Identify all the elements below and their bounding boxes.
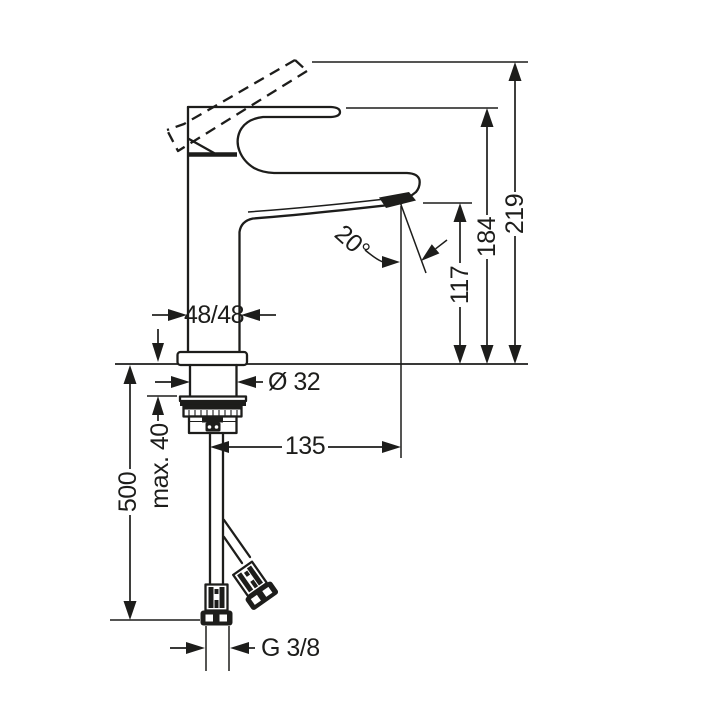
dim-handle-height: 184 (346, 107, 501, 364)
spout-underside-highlight (247, 198, 382, 213)
mounting-nut (182, 404, 243, 418)
dim-max-mounting-thickness: max. 40 (146, 329, 177, 509)
dim-label-hose-length: 500 (114, 472, 142, 512)
dim-label-spout-height: 117 (446, 266, 474, 304)
dim-label-shank-diameter: Ø 32 (268, 368, 320, 396)
faucet-body (165, 59, 421, 354)
dim-label-spray-angle: 20° (329, 219, 375, 264)
dim-overall-height: 219 (312, 61, 529, 364)
washer (178, 395, 248, 403)
dim-spout-reach: 135 (210, 432, 401, 460)
fixing-bracket (187, 415, 238, 435)
dim-label-body-cross-section: 48/48 (184, 301, 244, 329)
hose-connector-nut (200, 610, 233, 626)
aerator (379, 192, 416, 208)
leader-line (364, 249, 384, 263)
supply-hose-vertical (200, 431, 233, 626)
lever-and-spout-outline (186, 105, 421, 205)
spray-angle-annotation: 20° (329, 201, 448, 458)
dim-label-handle-height: 184 (473, 216, 501, 257)
dim-label-max-mounting-thickness: max. 40 (146, 423, 174, 508)
dim-body-cross-section: 48/48 (152, 301, 276, 329)
handle-base-notch (187, 137, 216, 155)
dim-shank-diameter: Ø 32 (155, 368, 321, 396)
handle-raised-dashed (165, 59, 308, 153)
dim-label-spout-reach: 135 (285, 432, 325, 460)
escutcheon (176, 350, 249, 367)
dim-hose-length: 500 (110, 365, 200, 621)
dim-spout-height: 117 (423, 202, 474, 364)
undercounter-assembly (176, 350, 279, 626)
dim-label-connection-thread: G 3/8 (261, 634, 320, 662)
spout-underside (238, 204, 387, 354)
dim-connection-thread: G 3/8 (170, 626, 320, 671)
dim-label-overall-height: 219 (501, 194, 529, 234)
spray-direction-line (399, 201, 427, 274)
supply-hose-angled (222, 518, 279, 610)
